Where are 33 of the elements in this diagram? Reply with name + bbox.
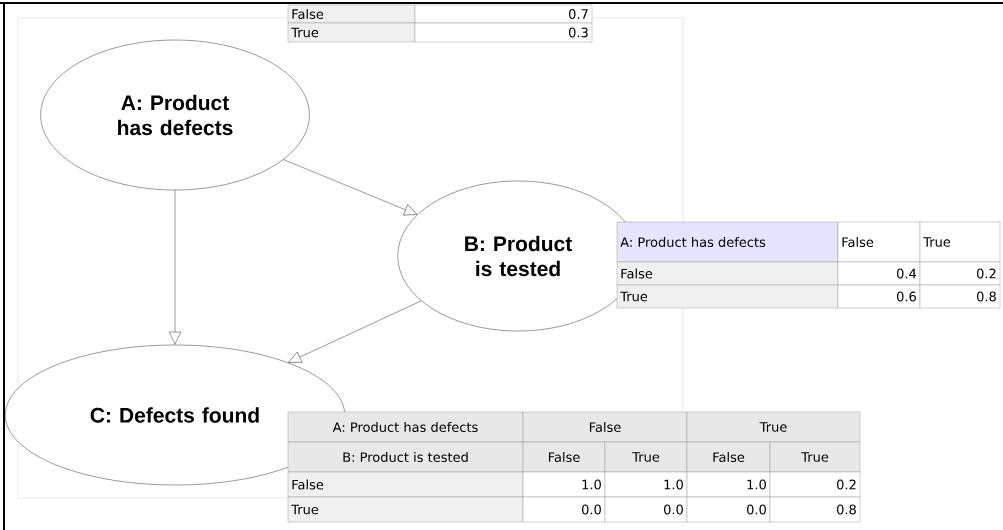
- table-cell: A: Product has defects: [616, 221, 839, 263]
- table-cell: True: [287, 22, 416, 43]
- table-cell: 0.6: [837, 284, 921, 309]
- table-cell: True: [616, 284, 839, 309]
- table-cell: 0.7: [414, 4, 593, 24]
- ellipse-node: A: Product has defects: [40, 39, 310, 191]
- arrow: [283, 159, 418, 216]
- table-cell: False: [837, 221, 921, 263]
- table-cell: 0.4: [837, 261, 921, 286]
- arrow: [169, 190, 181, 345]
- table-cell: A: Product has defects: [287, 411, 524, 443]
- table-cell: False: [287, 4, 416, 24]
- table-cell: 1.0: [686, 471, 771, 498]
- table-cell: 0.3: [414, 22, 593, 43]
- table-cell: False: [616, 261, 839, 286]
- table-cell: 0.0: [522, 496, 606, 523]
- table-cell: 0.0: [686, 496, 771, 523]
- table-cell: False: [522, 411, 688, 443]
- table-cell: True: [287, 496, 524, 523]
- table-cell: True: [919, 221, 1001, 263]
- table-cell: False: [522, 441, 606, 473]
- table-cell: 1.0: [522, 471, 606, 498]
- table-cell: 0.8: [769, 496, 861, 523]
- table-cell: 0.8: [919, 284, 1001, 309]
- table-cell: False: [287, 471, 524, 498]
- arrow: [288, 300, 422, 363]
- table-cell: False: [686, 441, 771, 473]
- table-cell: 0.2: [919, 261, 1001, 286]
- table-cell: 1.0: [604, 471, 688, 498]
- table-cell: 0.2: [769, 471, 861, 498]
- table-cell: True: [604, 441, 688, 473]
- table-cell: 0.0: [604, 496, 688, 523]
- table-cell: True: [769, 441, 861, 473]
